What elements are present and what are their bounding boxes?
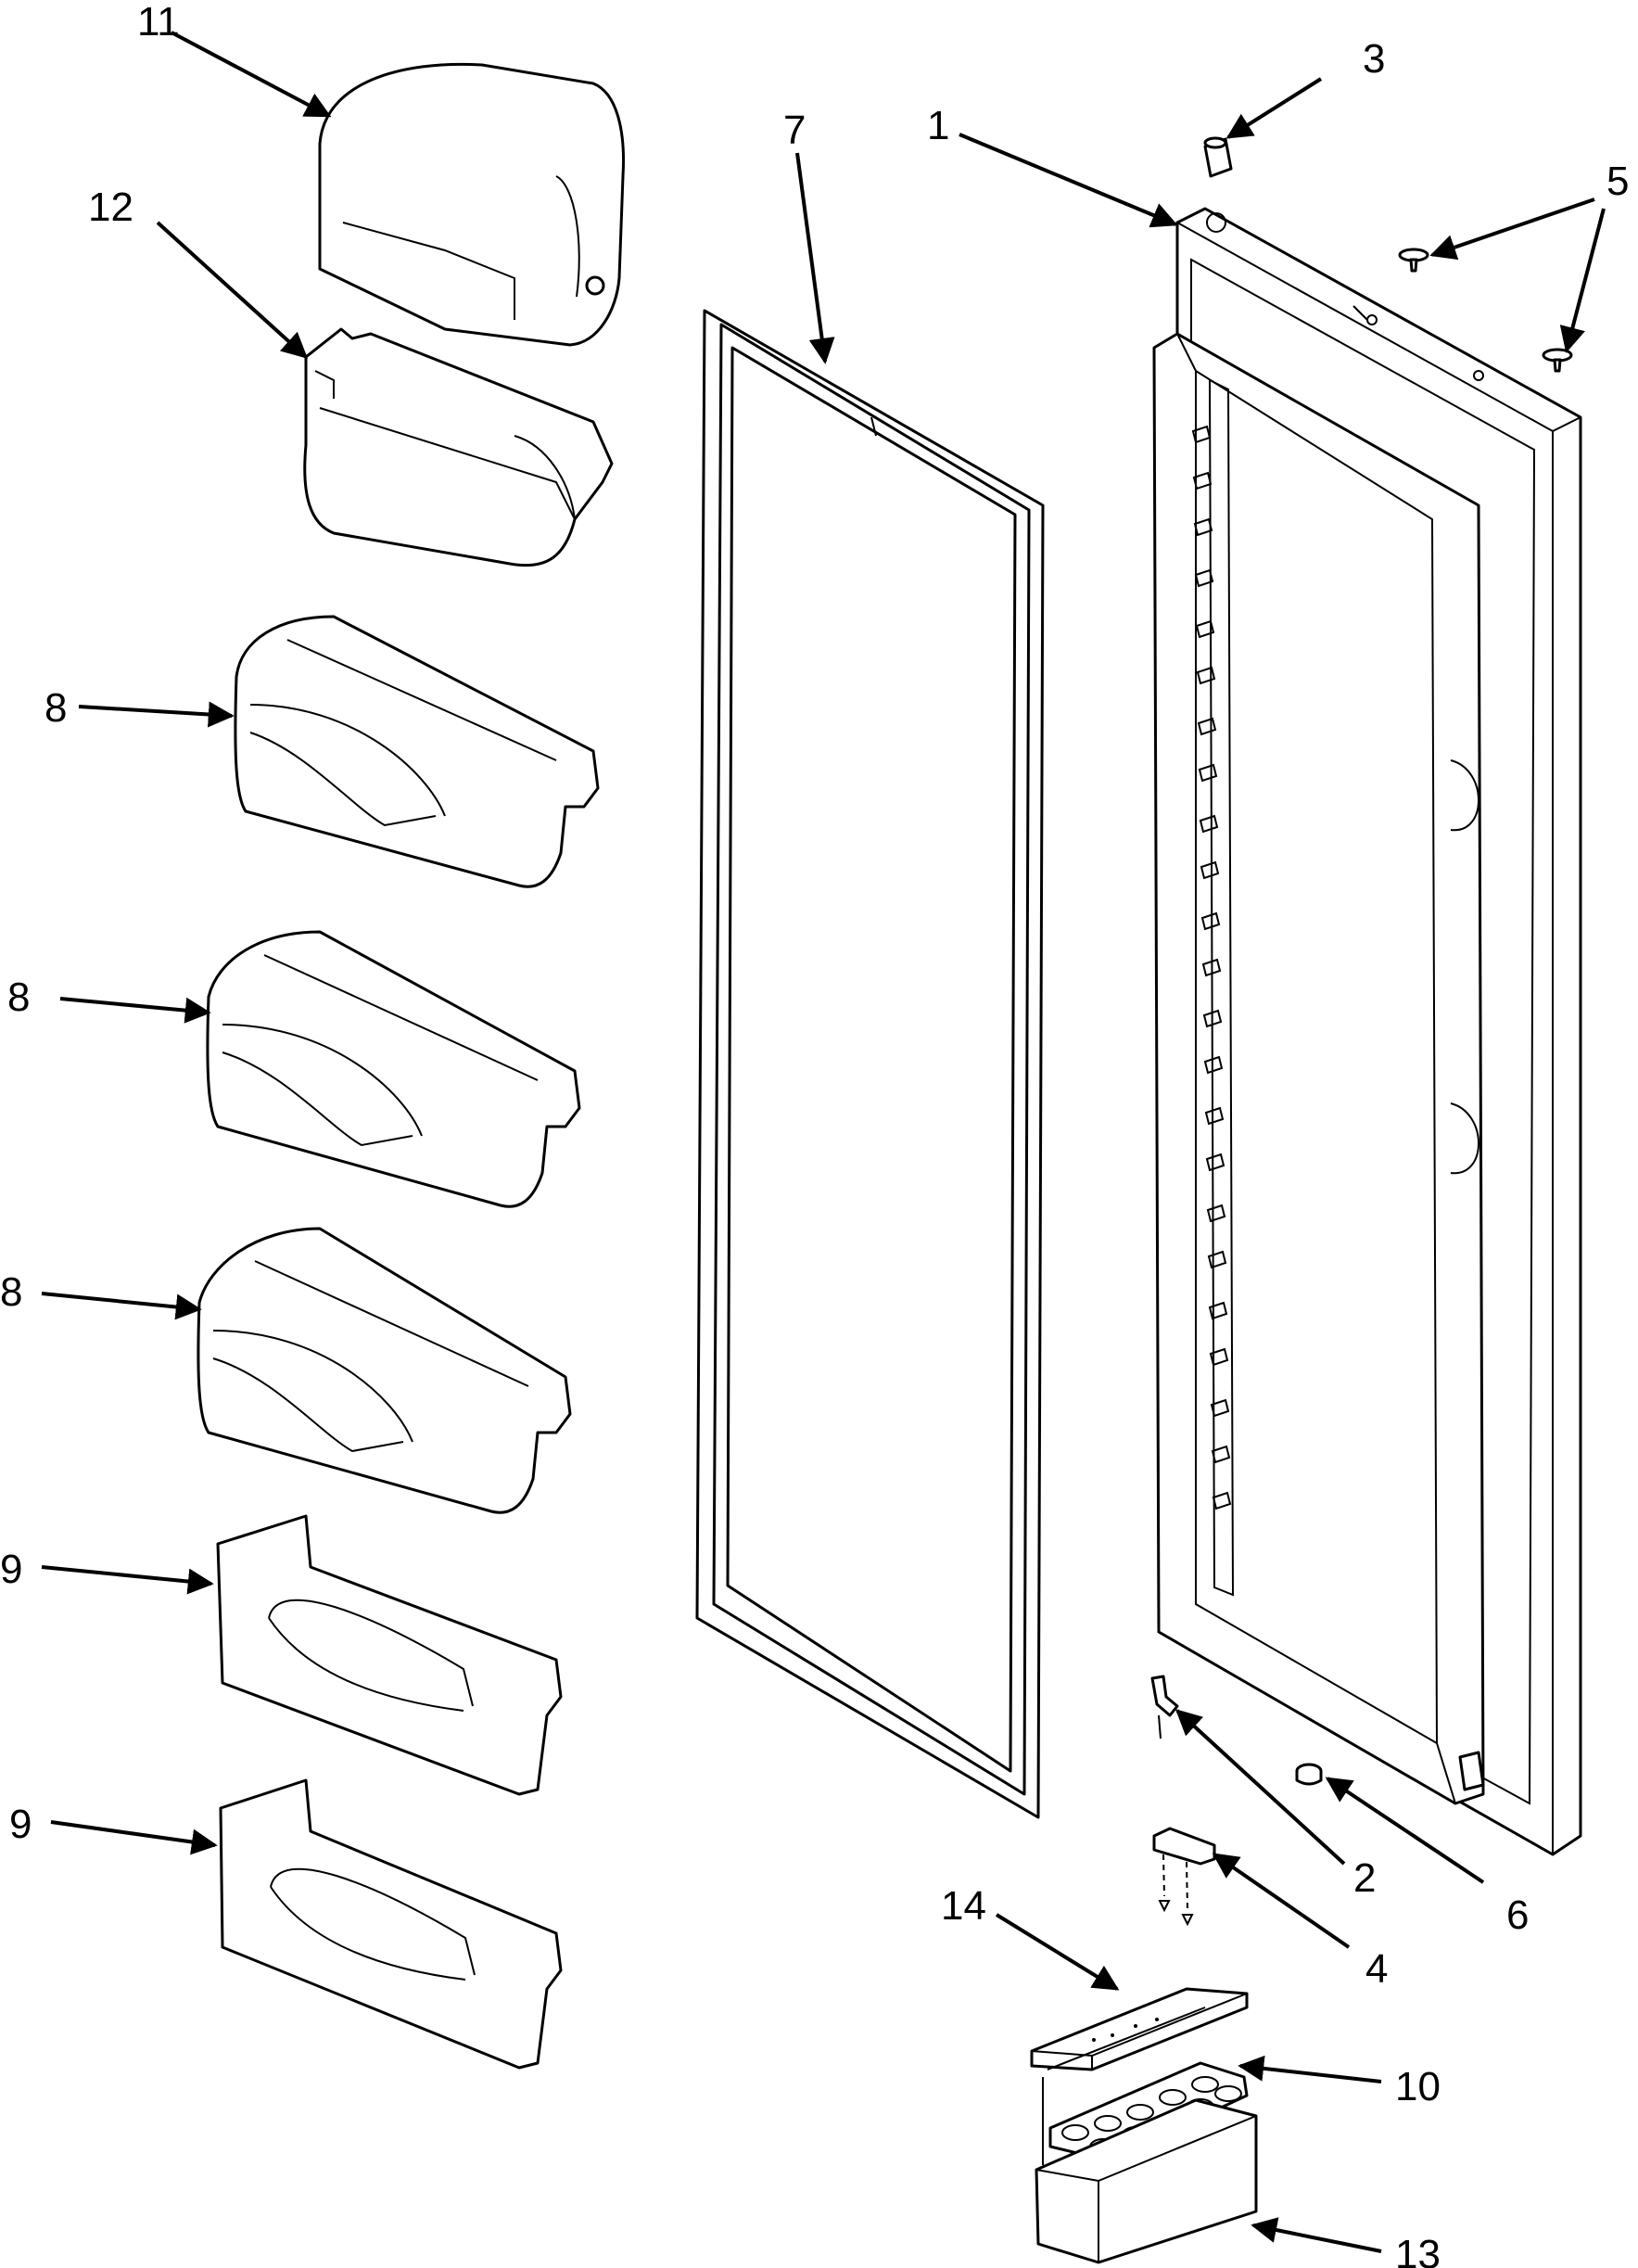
part-11-dairy-cover [318,62,625,347]
part-3-top-bushing [1203,136,1233,178]
part-2-hinge-pin [1150,1675,1179,1739]
part-9-door-bin-upper [216,1514,563,1796]
part-13-egg-bin [1035,2007,1258,2264]
part-5-plug-lower [1542,348,1573,373]
callout-3: 3 [1363,36,1385,82]
callout-6: 6 [1506,1892,1529,1938]
part-8-door-bin-upper [234,615,600,888]
part-12-dairy-bin [303,327,614,567]
part-4-hinge-bracket [1152,1827,1216,1927]
callout-4: 4 [1365,1946,1388,1992]
callout-10: 10 [1395,2064,1441,2109]
part-7-door-gasket [695,309,1045,1819]
part-8-door-bin-lower [197,1227,572,1514]
part-8-door-bin-middle [206,930,581,1208]
callout-8-upper: 8 [44,685,67,731]
callout-7: 7 [783,108,806,153]
callout-8-middle: 8 [7,975,30,1020]
callout-13: 13 [1395,2232,1441,2268]
part-6-door-bumper [1295,1763,1323,1786]
callout-5: 5 [1606,159,1629,204]
part-5-plug-upper [1398,248,1429,273]
callout-9-lower: 9 [9,1802,32,1847]
callout-9-upper: 9 [0,1547,22,1592]
part-14-egg-tray-cover [1030,1987,1249,2071]
callout-14: 14 [941,1883,986,1929]
callout-1: 1 [927,103,949,148]
part-1-refrigerator-door [1152,207,1582,1856]
callout-8-lower: 8 [0,1269,22,1315]
leader-lines [41,31,1606,2253]
callout-2: 2 [1353,1855,1376,1901]
callout-11: 11 [137,0,180,45]
callout-12: 12 [88,185,133,230]
part-9-door-bin-lower [219,1778,563,2070]
